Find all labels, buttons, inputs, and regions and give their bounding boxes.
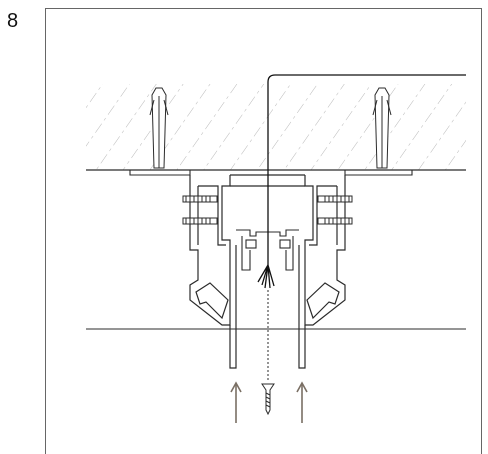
wall-anchor-icon <box>372 87 392 169</box>
screw-icon <box>317 195 353 225</box>
screw-icon <box>182 195 218 225</box>
spring-clip <box>195 282 340 320</box>
power-cable-icon <box>257 74 466 289</box>
concrete-ceiling <box>86 84 466 171</box>
upward-arrow-icon <box>230 381 242 423</box>
outer-profile <box>189 174 346 369</box>
wall-anchor-icon <box>149 87 169 169</box>
mounting-flange <box>129 169 413 176</box>
screw-icon <box>261 383 275 416</box>
illustration-frame <box>45 8 482 454</box>
step-number: 8 <box>7 10 19 32</box>
upward-arrow-icon <box>296 381 308 423</box>
